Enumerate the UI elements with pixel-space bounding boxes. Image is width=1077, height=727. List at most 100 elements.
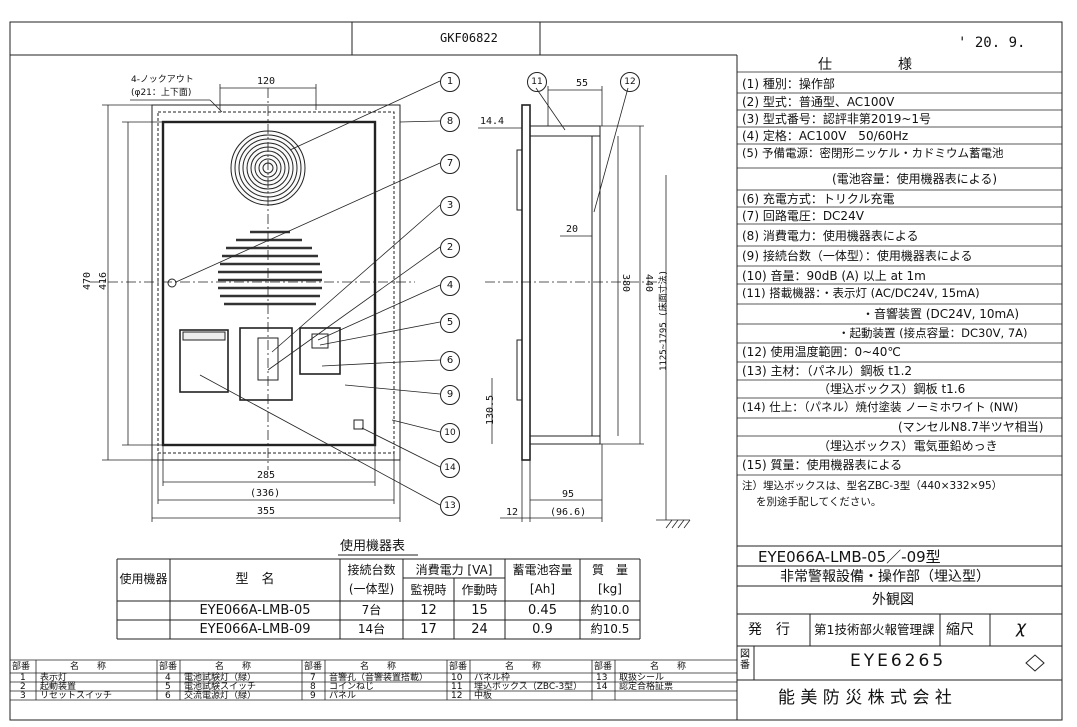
callout-3: 3 [440,196,460,216]
callout-1: 1 [440,72,460,92]
table-row-model: EYE066A-LMB-05 [199,603,311,618]
part-no: 12 [451,691,463,701]
dim-285: 285 [257,470,276,481]
spec-row: (7) 回路電圧：DC24V [742,209,864,223]
dim-14-4: 14.4 [480,116,505,127]
scale-value: χ [1016,618,1027,638]
part-no: 14 [596,682,608,692]
dim-95: 95 [562,489,575,500]
spec-row: (10) 音量：90dB (A) 以上 at 1m [742,269,926,283]
table-row-battery: 0.45 [528,603,557,618]
th-battery-unit: [Ah] [529,582,556,596]
spec-row: (2) 型式：普通型、AC100V [742,95,895,109]
parts-header-no: 部番 [449,662,468,672]
dim-355: 355 [257,506,276,517]
callout-7: 7 [440,154,460,174]
dim-96-6: (96.6) [550,507,587,518]
part-no: 9 [310,691,316,701]
part-name: 電池試験灯（緑） [184,673,257,683]
parts-header-no: 部番 [304,662,323,672]
table-row-monitor: 17 [420,622,437,637]
spec-row: (電池容量：使用機器表による) [832,172,998,186]
th-mass-unit: [kg] [598,582,622,596]
spec-title: 仕 様 [818,57,918,73]
dim-380: 380 [620,273,632,293]
callout-10: 10 [440,423,460,443]
table-row-units: 7台 [361,603,382,617]
department: 第1技術部火報管理課 [814,622,935,637]
front-view-outline [151,104,401,461]
spec-row: (3) 型式番号：認評非第2019~1号 [742,112,932,126]
dim-416: 416 [98,271,110,291]
spec-lines [737,71,1062,476]
speaker-grille [218,230,322,306]
company-name: 能 美 防 災 株 式 会 社 [778,688,952,708]
spec-row: (8) 消費電力：使用機器表による [742,229,919,243]
dim-12: 12 [506,507,519,518]
part-name: リセットスイッチ [40,691,113,701]
table-row-monitor: 12 [420,603,437,618]
callout-14: 14 [440,458,460,478]
side-view-outline [516,104,601,461]
spec-row: (11) 搭載機器：・表示灯 (AC/DC24V, 15mA) [742,286,980,300]
callout-13: 13 [440,496,460,516]
spec-note-1: 注）埋込ボックスは、型名ZBC-3型（440×332×95） [742,480,1003,492]
fig-no-label: 図番 [740,649,750,671]
th-units-sub: (一体型) [348,582,395,596]
th-monitor: 監視時 [410,583,447,597]
part-name: 音響孔（音響装置搭載） [329,673,429,683]
equipment-name: 非常警報設備・操作部（埋込型） [780,569,990,585]
dim-height-range: 1125~1795 (床面寸法) [659,269,670,372]
spec-row: (15) 質量：使用機器表による [742,458,903,472]
part-name: 電池試験スイッチ [184,682,257,692]
callout-6: 6 [440,351,460,371]
callout-8: 8 [440,112,460,132]
spec-row: (6) 充電方式：トリクル充電 [742,192,895,206]
spec-row: (マンセルN8.7半ツヤ相当) [898,420,1044,434]
spec-row: (4) 定格：AC100V 50/60Hz [742,129,909,143]
part-no: 1 [20,673,26,683]
callout-4: 4 [440,276,460,296]
part-no: 7 [310,673,316,683]
th-units: 接続台数 [347,563,396,577]
part-no: 11 [451,682,463,692]
th-battery: 蓄電池容量 [512,563,573,577]
dim-130-5: 130.5 [485,394,497,426]
spec-row: (14) 仕上：（パネル）焼付塗装 ノーミホワイト (NW) [742,400,1019,414]
scale-label: 縮尺 [946,622,974,638]
part-no: 5 [165,682,171,692]
part-name: 表示灯 [40,673,68,683]
spec-row: （埋込ボックス）鋼板 t1.6 [818,382,966,396]
part-name: コインねじ [329,682,375,692]
part-name: 起動装置 [40,682,77,692]
part-name: パネル [329,691,357,701]
spec-row: (9) 接続台数（一体型）：使用機器表による [742,249,973,263]
table-row-battery: 0.9 [532,622,553,637]
drawing-date: ' 20. 9. [958,35,1026,51]
table-row-units: 14台 [357,622,386,636]
part-name: パネル枠 [474,673,511,683]
spec-row: ・音響装置 (DC24V, 10mA) [862,307,1020,321]
parts-list-lines [10,659,737,701]
dim-470: 470 [82,271,94,291]
part-no: 10 [451,673,463,683]
callout-2: 2 [440,238,460,258]
part-no: 2 [20,682,26,692]
spec-row: ・起動装置 (接点容量：DC30V, 7A) [838,326,1028,340]
parts-header-name: 名 称 [650,662,687,672]
floor-hatch [665,519,691,529]
dim-20: 20 [566,224,579,235]
th-operate: 作動時 [461,583,498,597]
issue-label: 発 行 [748,622,790,638]
part-no: 4 [165,673,171,683]
part-no: 6 [165,691,171,701]
part-no: 13 [596,673,608,683]
spec-row: (5) 予備電源：密閉形ニッケル・カドミウム蓄電池 [742,146,1004,160]
part-name: 取扱シール [619,673,665,683]
callout-5: 5 [440,313,460,333]
drawing-code: GKF06822 [440,31,498,45]
model-title: EYE066A-LMB-05／-09型 [758,548,941,566]
th-power: 消費電力 [VA] [415,563,493,577]
table-row-mass: 約10.0 [590,603,630,617]
